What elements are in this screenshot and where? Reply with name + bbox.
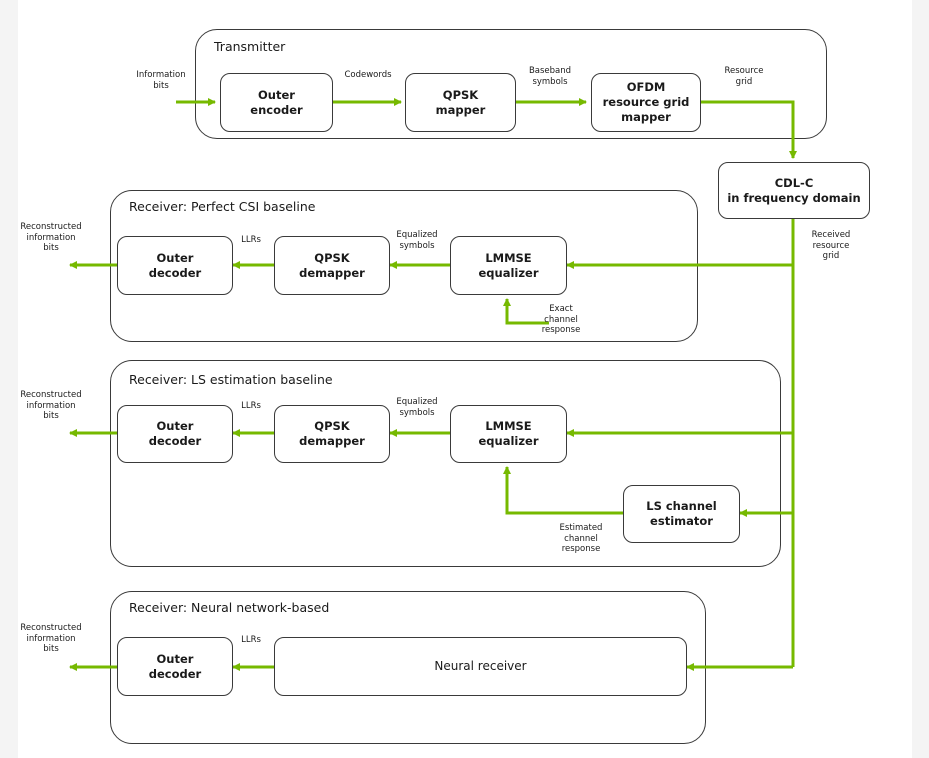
llrs-label-3: LLRs [241,635,261,645]
outer-decoder-block-ls: Outer decoder [117,405,233,463]
arrow-ofdm-to-channel [701,100,797,159]
qpsk-demapper-block-ls: QPSK demapper [274,405,390,463]
ls-estimation-title: Receiver: LS estimation baseline [129,372,333,387]
qpsk-mapper-block: QPSK mapper [405,73,516,132]
baseband-symbols-label: Baseband symbols [528,66,572,87]
codewords-label: Codewords [344,70,392,80]
exact-channel-response-label: Exact channel response [541,304,581,336]
perfect-csi-title: Receiver: Perfect CSI baseline [129,199,316,214]
cdl-channel-block: CDL-C in frequency domain [718,162,870,219]
transmitter-title: Transmitter [214,39,286,54]
neural-receiver-title: Receiver: Neural network-based [129,600,330,615]
outer-decoder-block-neural: Outer decoder [117,637,233,696]
received-resource-grid-label: Received resource grid [811,230,851,262]
reconstructed-bits-label-2: Reconstructed information bits [20,390,82,422]
resource-grid-label: Resource grid [724,66,764,87]
lmmse-equalizer-block-perfect-csi: LMMSE equalizer [450,236,567,295]
lmmse-equalizer-block-ls: LMMSE equalizer [450,405,567,463]
neural-receiver-block: Neural receiver [274,637,687,696]
llrs-label-1: LLRs [241,235,261,245]
arrow-ls-estimator-to-lmmse [503,466,623,515]
ls-channel-estimator-block: LS channel estimator [623,485,740,543]
estimated-channel-response-label: Estimated channel response [559,523,603,555]
qpsk-demapper-block-perfect-csi: QPSK demapper [274,236,390,295]
information-bits-label: Information bits [136,70,186,91]
reconstructed-bits-label-1: Reconstructed information bits [20,222,82,254]
reconstructed-bits-label-3: Reconstructed information bits [20,623,82,655]
outer-encoder-block: Outer encoder [220,73,333,132]
signal-flow-wires [69,98,797,671]
llrs-label-2: LLRs [241,401,261,411]
equalized-symbols-label-1: Equalized symbols [396,230,438,251]
ofdm-resource-grid-mapper-block: OFDM resource grid mapper [591,73,701,132]
arrow-exact-channel-to-lmmse [503,298,549,325]
diagram-canvas: Transmitter Receiver: Perfect CSI baseli… [18,0,912,758]
equalized-symbols-label-2: Equalized symbols [396,397,438,418]
outer-decoder-block-perfect-csi: Outer decoder [117,236,233,295]
